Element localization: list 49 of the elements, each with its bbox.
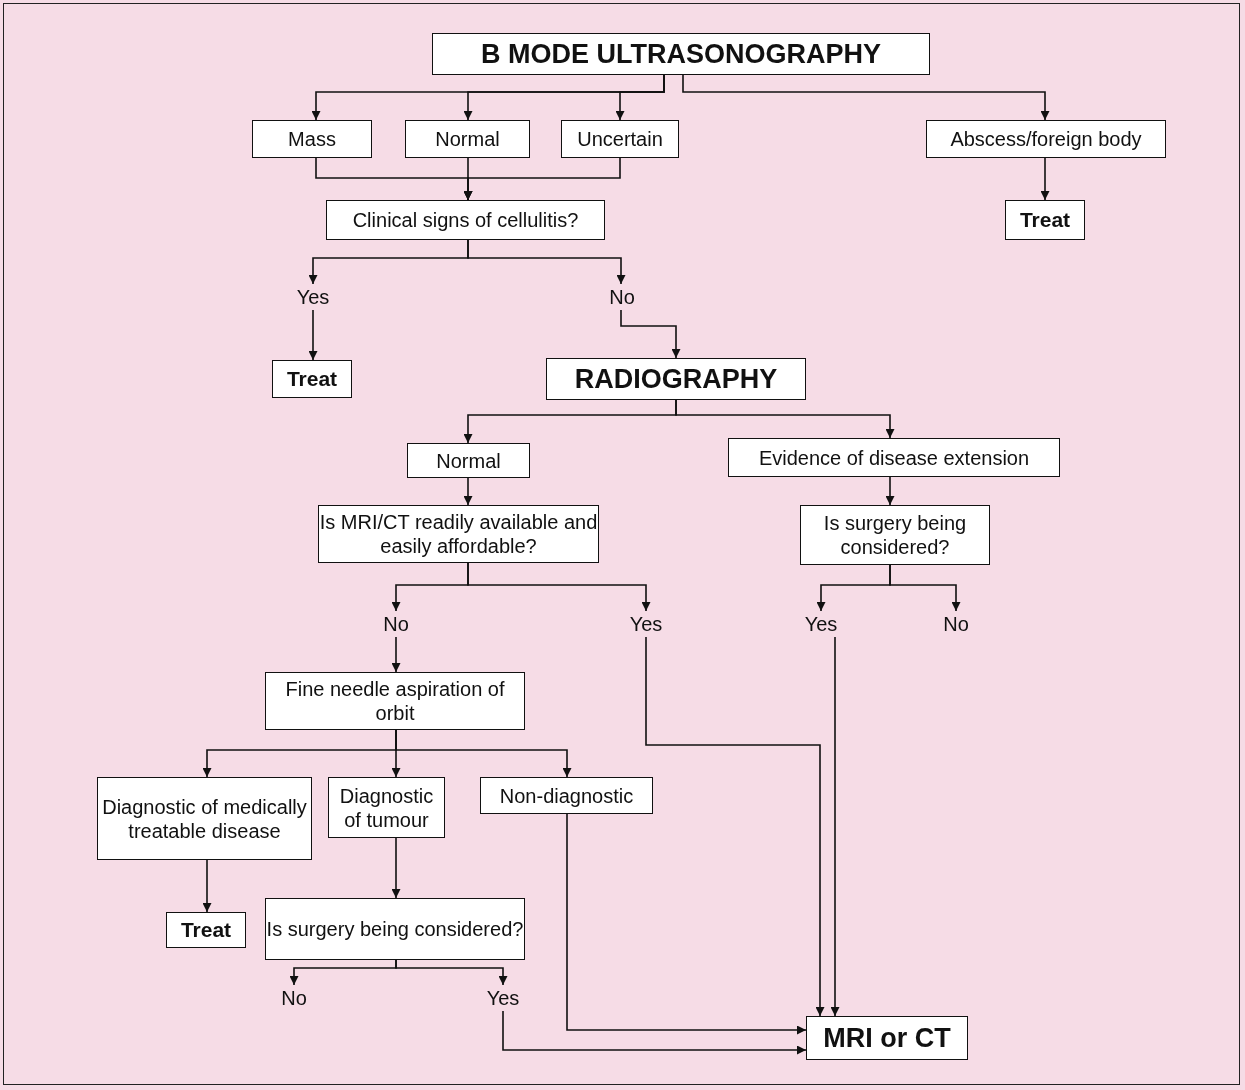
arrow xyxy=(615,74,665,121)
outcome-box: Abscess/foreign body xyxy=(926,120,1166,158)
arrow xyxy=(463,477,473,506)
arrow xyxy=(467,562,651,612)
outcome-box: Mass xyxy=(252,120,372,158)
arrow xyxy=(566,813,807,1035)
outcome-box: Uncertain xyxy=(561,120,679,158)
arrow xyxy=(682,74,1050,121)
action-box: Treat xyxy=(1005,200,1085,240)
arrow xyxy=(308,309,318,361)
arrow xyxy=(675,399,895,439)
arrow xyxy=(202,859,212,913)
outcome-box: Diagnostic of medically treatable disease xyxy=(97,777,312,860)
branch-label: No xyxy=(377,611,415,637)
branch-label: Yes xyxy=(481,985,525,1011)
outcome-box: Evidence of disease extension xyxy=(728,438,1060,477)
action-box: Treat xyxy=(166,912,246,948)
branch-label: Yes xyxy=(291,284,335,310)
branch-label: Yes xyxy=(799,611,843,637)
arrow xyxy=(885,476,895,506)
outcome-box: Diagnostic of tumour xyxy=(328,777,445,838)
result-box: MRI or CT xyxy=(806,1016,968,1060)
arrow xyxy=(889,564,961,612)
outcome-box: Normal xyxy=(405,120,530,158)
arrow xyxy=(395,959,508,986)
branch-label: Yes xyxy=(624,611,668,637)
outcome-box: Non-diagnostic xyxy=(480,777,653,814)
arrow xyxy=(1040,157,1050,201)
action-box: Treat xyxy=(272,360,352,398)
arrow xyxy=(391,837,401,899)
title-box: RADIOGRAPHY xyxy=(546,358,806,400)
branch-label: No xyxy=(603,284,641,310)
question-box: Is MRI/CT readily available and easily affordable? xyxy=(318,505,599,563)
title-box: B MODE ULTRASONOGRAPHY xyxy=(432,33,930,75)
branch-label: No xyxy=(275,985,313,1011)
arrow xyxy=(830,636,840,1017)
question-box: Is surgery being considered? xyxy=(265,898,525,960)
branch-label: No xyxy=(937,611,975,637)
question-box: Is surgery being considered? xyxy=(800,505,990,565)
outcome-box: Normal xyxy=(407,443,530,478)
arrow xyxy=(463,157,621,201)
arrow xyxy=(620,309,681,359)
question-box: Clinical signs of cellulitis? xyxy=(326,200,605,240)
process-box: Fine needle aspiration of orbit xyxy=(265,672,525,730)
arrow xyxy=(391,636,401,673)
arrow xyxy=(502,1010,807,1055)
arrow xyxy=(467,239,626,285)
arrow xyxy=(645,636,825,1017)
arrow xyxy=(395,729,572,778)
